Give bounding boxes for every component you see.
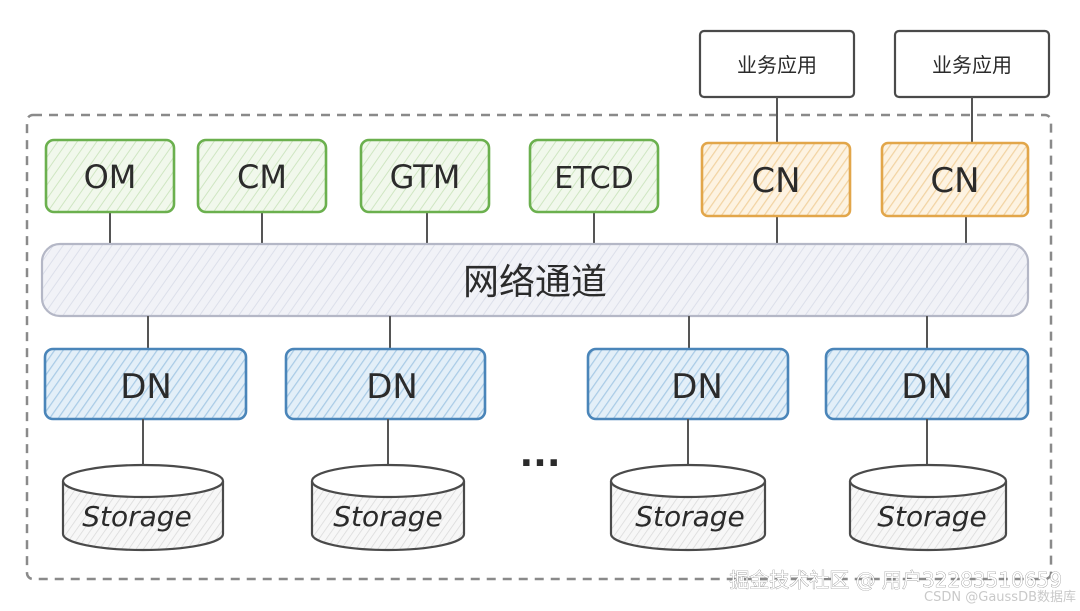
watermark-secondary: CSDN @GaussDB数据库 [924, 589, 1076, 605]
storage-3-label: Storage [635, 500, 745, 533]
node-cn-1-label: CN [751, 161, 800, 201]
network-channel-label: 网络通道 [463, 262, 607, 303]
node-dn-4: DN [824, 347, 1030, 421]
node-om: OM [44, 138, 176, 214]
app-box-label: 业务应用 [737, 53, 817, 77]
node-cm: CM [196, 138, 328, 214]
node-cn-1: CN [700, 141, 852, 218]
network-channel: 网络通道 [40, 242, 1030, 318]
node-om-label: OM [84, 158, 137, 196]
storage-4-label: Storage [877, 500, 987, 533]
watermark-primary: 掘金技术社区 @ 用户32283510659 [729, 568, 1062, 592]
storage-2-label: Storage [333, 500, 443, 533]
app-box-label: 业务应用 [932, 53, 1012, 77]
node-gtm: GTM [359, 138, 491, 214]
node-dn-2: DN [284, 347, 487, 421]
app-box-1: 业务应用 [698, 29, 856, 99]
node-etcd-label: ETCD [554, 161, 634, 196]
node-gtm-label: GTM [390, 158, 461, 196]
node-dn-3-label: DN [671, 367, 723, 407]
storage-1-label: Storage [82, 500, 192, 533]
node-dn-2-label: DN [366, 367, 418, 407]
node-dn-3: DN [586, 347, 790, 421]
node-dn-1-label: DN [120, 367, 172, 407]
node-etcd: ETCD [528, 138, 660, 214]
app-box-2: 业务应用 [893, 29, 1051, 99]
storage-4: Storage [848, 463, 1008, 552]
storage-2: Storage [310, 463, 466, 552]
node-cm-label: CM [237, 158, 287, 196]
node-dn-1: DN [43, 347, 248, 421]
node-cn-2-label: CN [930, 161, 979, 201]
storage-3: Storage [609, 463, 767, 552]
ellipsis: ... [519, 434, 560, 475]
node-cn-2: CN [880, 141, 1030, 218]
storage-1: Storage [61, 463, 225, 552]
node-dn-4-label: DN [901, 367, 953, 407]
cluster-boundary [25, 113, 1053, 581]
